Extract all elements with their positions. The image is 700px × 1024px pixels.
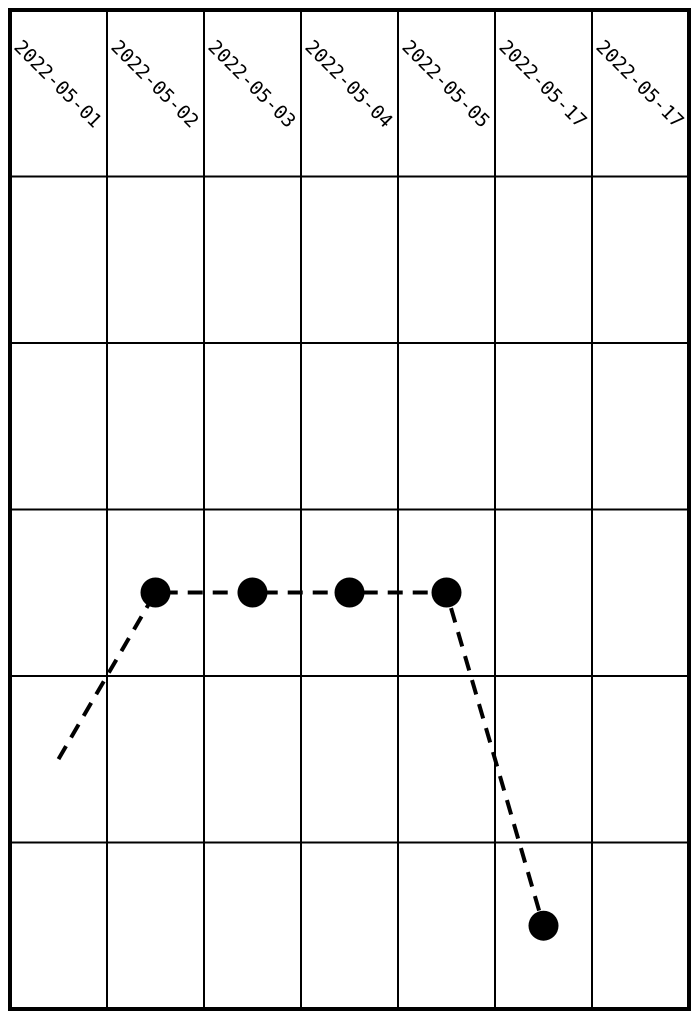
x-tick-label: 2022-05-17 [494,36,590,132]
grid [10,10,689,1009]
data-point [140,577,171,608]
series-line [56,590,546,927]
x-tick-label: 2022-05-02 [106,36,202,132]
x-tick-label: 2022-05-04 [300,36,396,132]
data-point [431,577,462,608]
x-tick-label: 2022-05-01 [9,36,105,132]
x-tick-label: 2022-05-05 [397,36,493,132]
data-point [528,910,559,941]
chart-frame [8,8,691,1011]
data-point [237,577,268,608]
x-tick-label: 2022-05-17 [591,36,687,132]
x-tick-label: 2022-05-03 [203,36,299,132]
data-point [334,577,365,608]
series [56,577,559,941]
